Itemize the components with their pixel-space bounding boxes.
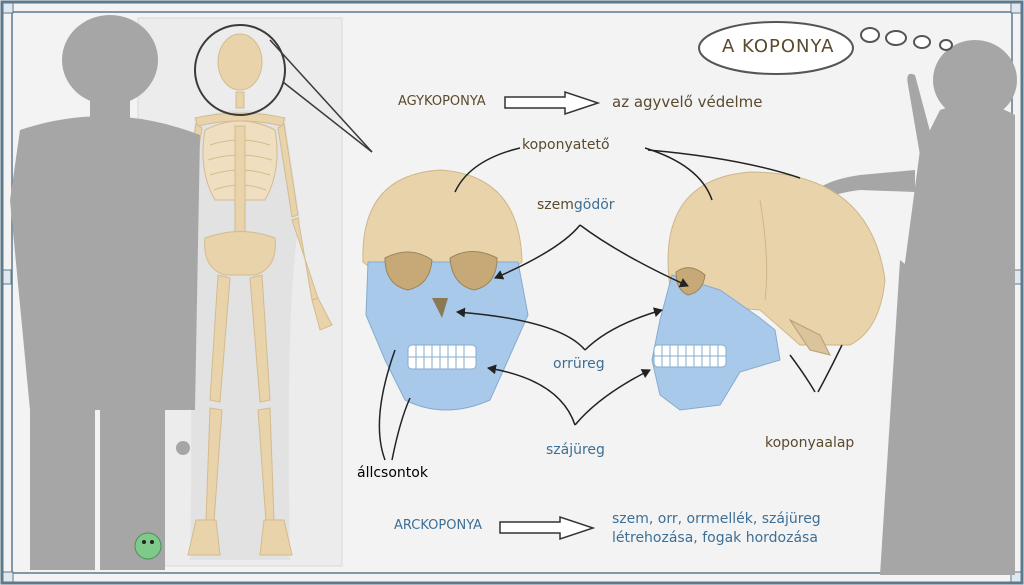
label-szemgodor-part1: szem — [537, 197, 574, 213]
right-person-silhouette — [800, 40, 1017, 576]
label-szajureg: szájüreg — [546, 442, 605, 458]
pointer-lines — [378, 147, 843, 461]
label-szemgodor: szemgödör — [537, 197, 615, 213]
label-koponyaalap: koponyaalap — [765, 435, 855, 451]
agykoponya-function: az agyvelő védelme — [612, 93, 763, 111]
agykoponya-label: AGYKOPONYA — [398, 94, 486, 109]
arckoponya-label: ARCKOPONYA — [394, 518, 483, 533]
agykoponya-outline-arrow — [504, 90, 601, 116]
arckoponya-function-line2: létrehozása, fogak hordozása — [612, 530, 818, 546]
magnifier-callout — [194, 24, 373, 153]
label-szemgodor-part2: gödör — [573, 197, 615, 213]
arckoponya-outline-arrow — [499, 515, 596, 541]
title-thought-bubble — [698, 21, 953, 75]
mascot-badge-icon — [134, 532, 162, 560]
page-title: A KOPONYA — [722, 36, 835, 57]
side-skull — [651, 171, 886, 411]
label-orrureg: orrüreg — [553, 356, 605, 372]
label-allcsontok: állcsontok — [357, 465, 428, 481]
arckoponya-function-line1: szem, orr, orrmellék, szájüreg — [612, 511, 821, 527]
label-koponyateto: koponyatető — [522, 137, 610, 153]
left-person-silhouette — [10, 15, 200, 570]
